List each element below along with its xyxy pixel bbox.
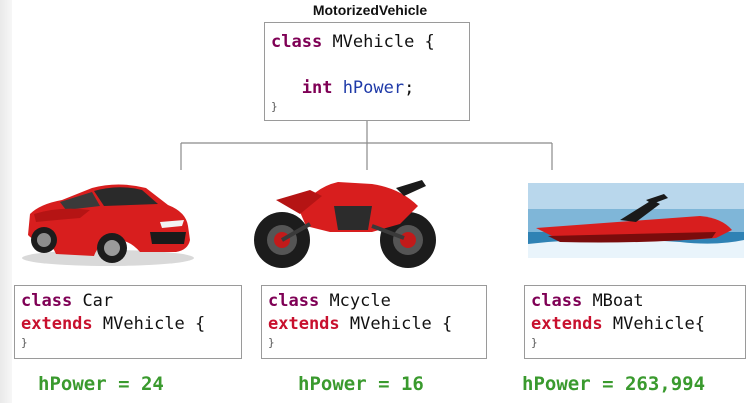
class-keyword: class: [268, 291, 320, 311]
mboat-close-brace: }: [531, 336, 538, 349]
mboat-hpower-label: hPower = 263,994: [522, 373, 706, 395]
car-image: [22, 184, 194, 266]
car-extends-declaration: extends MVehicle {: [21, 313, 241, 336]
motorcycle-image: [254, 180, 436, 268]
field-type: int: [301, 78, 333, 98]
mboat-parent-ref: MVehicle{: [612, 314, 706, 334]
mcycle-hpower-label: hPower = 16: [298, 373, 424, 395]
car-hpower-label: hPower = 24: [38, 373, 164, 395]
mcycle-parent-ref: MVehicle {: [349, 314, 453, 334]
background-edge: [0, 0, 12, 403]
car-close-brace: }: [21, 336, 28, 349]
field-declaration: int hPower;: [271, 77, 469, 100]
car-class-declaration: class Car: [21, 290, 241, 313]
parent-close-brace: }: [271, 100, 278, 113]
extends-keyword: extends: [21, 314, 93, 334]
parent-class-name: MVehicle {: [332, 32, 435, 52]
mboat-class-declaration: class MBoat: [531, 290, 745, 313]
mcycle-extends-declaration: extends MVehicle {: [268, 313, 486, 336]
mcycle-close-brace: }: [268, 336, 275, 349]
parent-class-title: MotorizedVehicle: [312, 2, 428, 18]
extends-keyword: extends: [268, 314, 340, 334]
field-name: hPower: [342, 78, 405, 98]
mcycle-class-name: Mcycle: [329, 291, 391, 311]
car-class-box: class Car extends MVehicle { }: [14, 285, 242, 359]
car-parent-ref: MVehicle {: [102, 314, 206, 334]
field-semicolon: ;: [404, 78, 415, 98]
mcycle-class-declaration: class Mcycle: [268, 290, 486, 313]
mboat-class-name: MBoat: [592, 291, 644, 311]
mcycle-class-box: class Mcycle extends MVehicle { }: [261, 285, 487, 359]
parent-class-declaration: class MVehicle {: [271, 31, 469, 54]
extends-keyword: extends: [531, 314, 603, 334]
parent-class-box: class MVehicle { int hPower; }: [264, 22, 470, 121]
inheritance-connectors: [180, 121, 553, 170]
mboat-extends-declaration: extends MVehicle{: [531, 313, 745, 336]
class-keyword: class: [531, 291, 583, 311]
class-keyword: class: [271, 32, 323, 52]
car-class-name: Car: [82, 291, 114, 311]
speedboat-image: [528, 183, 744, 258]
class-keyword: class: [21, 291, 73, 311]
mboat-class-box: class MBoat extends MVehicle{ }: [524, 285, 746, 359]
